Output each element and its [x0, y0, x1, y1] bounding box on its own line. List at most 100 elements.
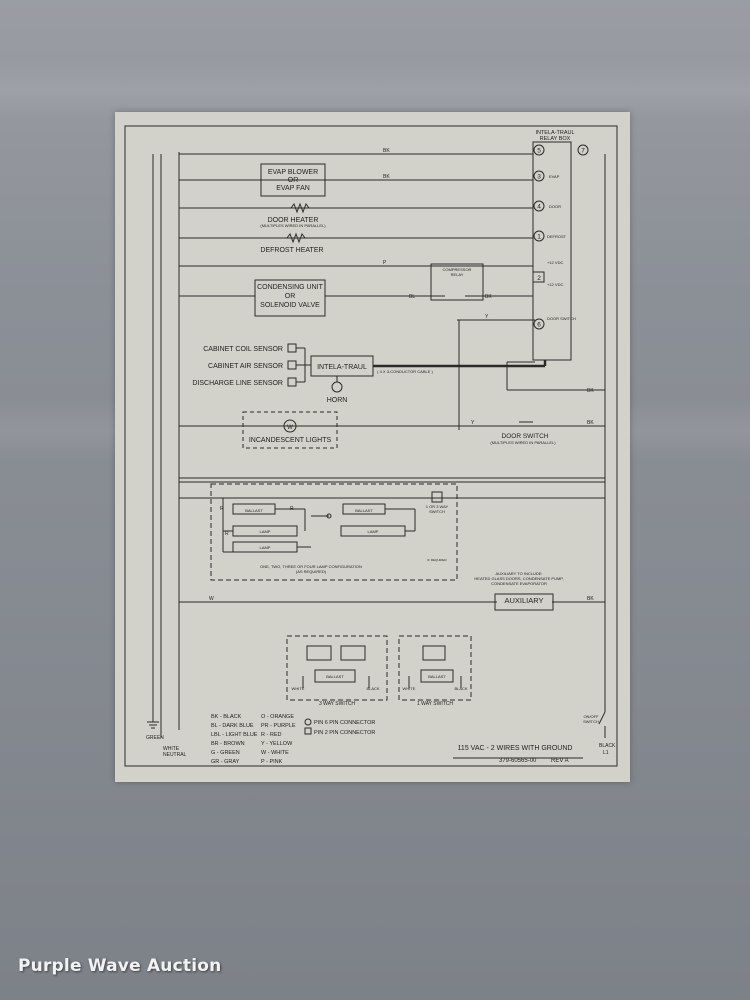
wire-bk-3: BK: [587, 420, 594, 426]
auxiliary-box: [494, 593, 554, 611]
legend-item: BR - BROWN: [211, 741, 245, 747]
discharge-line-sensor-label: DISCHARGE LINE SENSOR: [192, 380, 283, 387]
light-bulb-mark: W: [287, 425, 293, 431]
revision-label: REV A: [551, 758, 569, 764]
one-way-switch-group: [398, 635, 472, 701]
supply-note: 115 VAC - 2 WIRES WITH GROUND: [458, 745, 573, 752]
relay-contact-evap: EVAP: [549, 174, 560, 179]
lamp-1-label: LAMP: [260, 529, 271, 534]
compressor-relay-label-1: COMPRESSOR: [443, 267, 472, 272]
evap-label-1: EVAP BLOWER: [268, 169, 318, 176]
lamp-config-note-2: (AS REQUIRED): [296, 569, 327, 574]
wire-w: W: [209, 596, 214, 602]
relay-terminal-5: 5: [537, 148, 541, 155]
relay-contact-12v-1: +12 VDC: [547, 260, 563, 265]
switch-note-1: 1 OR 3 WAY: [426, 504, 449, 509]
wire-r-2: R: [290, 506, 294, 512]
evap-label-3: EVAP FAN: [276, 185, 310, 192]
wire-bk-1: BK: [383, 148, 390, 154]
ballast-2-label: BALLAST: [355, 508, 373, 513]
cabinet-air-sensor-box: [287, 360, 297, 370]
defrost-heater-label: DEFROST HEATER: [260, 247, 323, 254]
incandescent-lights-label: INCANDESCENT LIGHTS: [249, 437, 332, 444]
lamp-3-label: LAMP: [368, 529, 379, 534]
condensing-label-1: CONDENSING UNIT: [257, 284, 323, 291]
switch-note-2: SWITCH: [429, 509, 445, 514]
wire-label-evap: BK: [383, 174, 390, 180]
legend-item: O - ORANGE: [261, 714, 294, 720]
legend-item: PR - PURPLE: [261, 723, 296, 729]
three-way-switch-group: [286, 635, 388, 701]
legend-item: BK - BLACK: [211, 714, 242, 720]
on-off-label-1: ON/OFF: [583, 714, 599, 719]
relay-terminal-1: 1: [537, 234, 541, 241]
compressor-relay-label-2: RELAY: [451, 272, 464, 277]
cabinet-coil-sensor-label: CABINET COIL SENSOR: [203, 346, 283, 353]
relay-terminal-4: 4: [537, 204, 541, 211]
legend-item: W - WHITE: [261, 750, 289, 756]
legend-item: R - RED: [261, 732, 282, 738]
wire-bk-comp: BK: [485, 294, 492, 300]
wire-y-2: Y: [471, 420, 475, 426]
white-wire-label: WHITE: [163, 746, 180, 752]
one-way-ballast-label: BALLAST: [428, 674, 446, 679]
background-streak: [0, 60, 750, 120]
ballast-1-label: BALLAST: [245, 508, 263, 513]
relay-terminal-2: 2: [537, 275, 541, 282]
drawing-number: 379-60565-00: [499, 758, 537, 764]
relay-contact-defrost: DEFROST: [547, 234, 567, 239]
door-switch-label: DOOR SWITCH: [502, 433, 549, 440]
door-heater-element: [290, 202, 310, 214]
legend-item: Y - YELLOW: [261, 741, 293, 747]
black-wire-label: BLACK: [599, 743, 616, 749]
compressor-relay: [430, 263, 484, 301]
auxiliary-label: AUXILIARY: [504, 596, 543, 605]
green-wire-label: GREEN: [146, 735, 164, 741]
door-switch-note: (MULTIPLES WIRED IN PARALLEL): [490, 440, 556, 445]
if-required-note: IF REQUIRED: [427, 558, 447, 562]
wiring-diagram-sheet: 5 7 3 4 1 2 6 INTELA-TRAUL RELAY BOX EVA…: [115, 112, 630, 782]
cable-note: ( 4 X 3-CONDUCTOR CABLE ): [377, 369, 433, 374]
three-way-ballast-label: BALLAST: [326, 674, 344, 679]
cabinet-air-sensor-label: CABINET AIR SENSOR: [208, 363, 283, 370]
legend-item: GR - GRAY: [211, 759, 240, 765]
legend-item: BL - DARK BLUE: [211, 723, 254, 729]
lamp-2-label: LAMP: [260, 545, 271, 550]
horn-symbol: [331, 381, 343, 393]
legend-item: LBL - LIGHT BLUE: [211, 732, 258, 738]
intela-traul-controller: [310, 355, 374, 377]
connector-2pin-label: PIN 2 PIN CONNECTOR: [314, 730, 375, 736]
wire-bk-2: BK: [587, 388, 594, 394]
on-off-label-2: SWITCH: [583, 719, 599, 724]
lamp-config-note-1: ONE, TWO, THREE OR FOUR LAMP CONFIGURATI…: [260, 564, 362, 569]
aux-note-3: CONDENSATE EVAPORATOR: [491, 581, 547, 586]
relay-terminal-3: 3: [537, 174, 541, 181]
wire-r-3: R: [225, 531, 229, 537]
fluorescent-lamp-group: [210, 483, 458, 581]
connector-6pin-label: PIN 6 PIN CONNECTOR: [314, 720, 375, 726]
relay-contact-door: DOOR: [549, 204, 561, 209]
relay-contact-door-switch: DOOR SWITCH: [547, 316, 576, 321]
aux-note-2: HEATED GLASS DOORS, CONDENSATE PUMP,: [474, 576, 563, 581]
wire-r-1: R: [220, 506, 224, 512]
three-way-black-label: BLACK: [366, 686, 379, 691]
wire-bl: BL: [409, 294, 415, 300]
lamp-switch-box: [431, 491, 443, 503]
neutral-label: NEUTRAL: [163, 752, 187, 758]
door-heater-note: (MULTIPLES WIRED IN PARALLEL): [260, 223, 326, 228]
relay-terminal-7: 7: [581, 148, 585, 155]
relay-terminal-6: 6: [537, 322, 541, 329]
wire-bk-aux: BK: [587, 596, 594, 602]
three-way-white-label: WHITE: [292, 686, 305, 691]
color-legend: BK - BLACK BL - DARK BLUE LBL - LIGHT BL…: [211, 714, 375, 765]
discharge-sensor-box: [287, 377, 297, 387]
one-way-white-label: WHITE: [403, 686, 416, 691]
aux-note-1: AUXILIARY TO INCLUDE:: [495, 571, 542, 576]
condensing-unit-box: [254, 279, 326, 317]
condensing-label-3: SOLENOID VALVE: [260, 302, 320, 309]
diagram-border: [124, 125, 618, 767]
one-way-black-label: BLACK: [454, 686, 467, 691]
intela-traul-label: INTELA-TRAUL: [317, 364, 367, 371]
legend-item: P - PINK: [261, 759, 283, 765]
one-way-switch-label: 1 WAY SWITCH: [417, 701, 453, 707]
